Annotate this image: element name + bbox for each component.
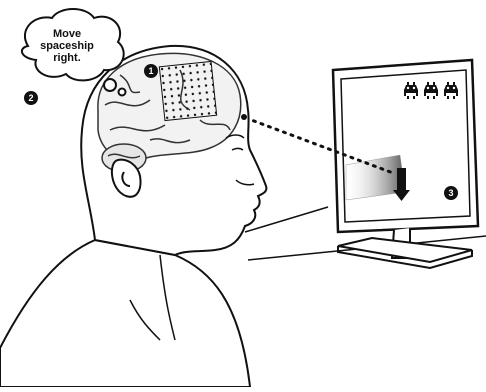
sensor-dot <box>241 114 247 120</box>
marker-3: 3 <box>444 186 458 200</box>
marker-1: 1 <box>144 64 158 78</box>
marker-2: 2 <box>24 91 38 105</box>
electrode-array <box>159 61 216 120</box>
thought-bubble-text: Move spaceship right. <box>28 28 106 64</box>
